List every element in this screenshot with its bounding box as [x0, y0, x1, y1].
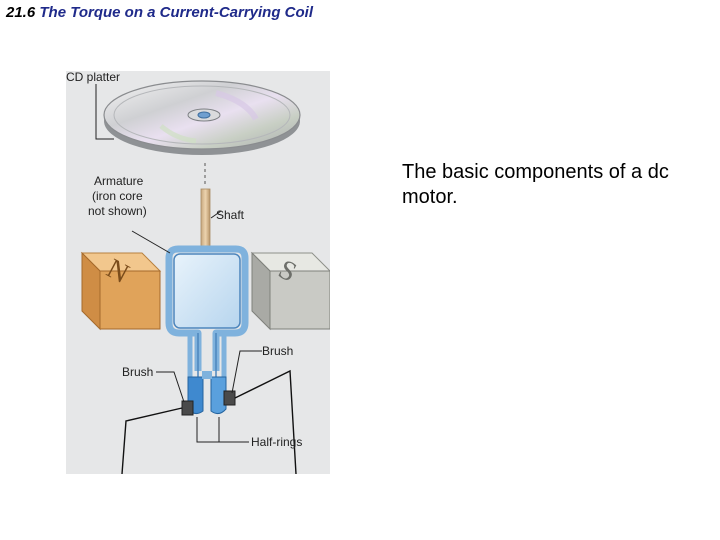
slide-title: 21.6 The Torque on a Current-Carrying Co…: [6, 4, 313, 21]
brush-left-leader: [156, 371, 185, 403]
armature-coil: [165, 245, 249, 379]
figure-caption: The basic components of a dc motor.: [402, 161, 669, 208]
half-rings-label: Half-rings: [251, 435, 302, 449]
brush-right-leader: [231, 350, 262, 394]
left-circuit-wire: [121, 407, 183, 474]
south-magnet: S: [250, 251, 330, 331]
armature-leader: [131, 230, 171, 254]
brush-left-label: Brush: [122, 365, 153, 379]
cd-platter-leader: [95, 84, 114, 140]
cd-platter-label: CD platter: [66, 71, 120, 84]
armature-label-line3: not shown): [88, 204, 147, 218]
dc-motor-diagram: N S: [66, 71, 330, 474]
shaft-label: Shaft: [216, 208, 245, 222]
section-title: The Torque on a Current-Carrying Coil: [39, 4, 314, 21]
cd-platter: [103, 80, 301, 155]
shaft-leader: [210, 210, 222, 219]
brush-right-label: Brush: [262, 344, 293, 358]
north-magnet: N: [80, 251, 162, 331]
armature-label-line2: (iron core: [92, 189, 143, 203]
armature-label-line1: Armature: [94, 174, 144, 188]
right-brush: [223, 390, 236, 406]
right-circuit-wire: [234, 369, 297, 474]
half-rings-leader: [196, 417, 249, 443]
dc-motor-figure: N S: [66, 71, 330, 474]
half-rings: [187, 371, 227, 415]
shaft: [200, 188, 211, 248]
left-brush: [181, 400, 194, 416]
section-number: 21.6: [6, 4, 36, 21]
